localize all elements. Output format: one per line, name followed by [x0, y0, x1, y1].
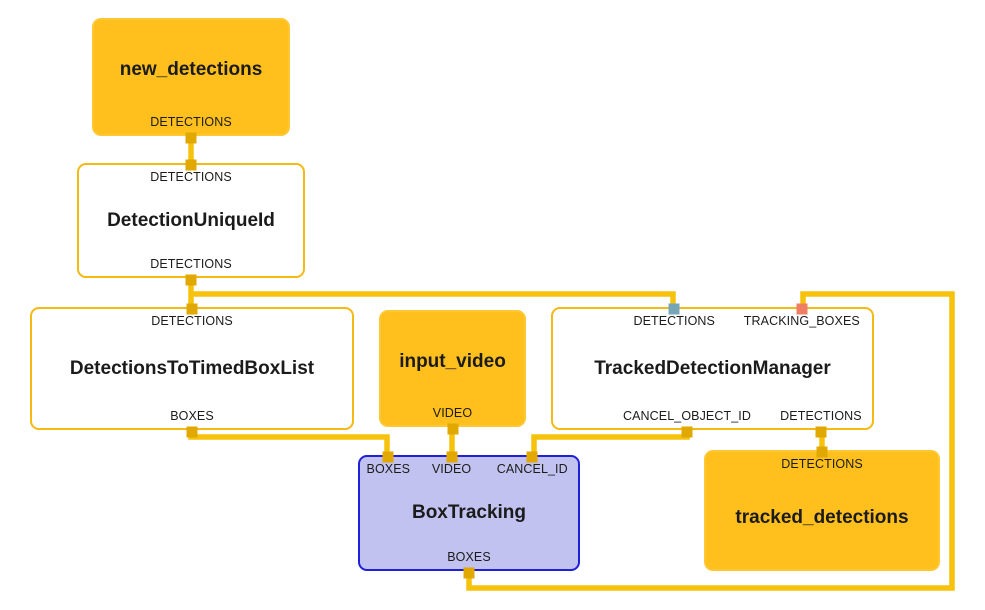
output-pin-video[interactable] — [447, 423, 458, 435]
input-port-row: BOXES VIDEO CANCEL_ID — [360, 457, 578, 481]
output-port-video[interactable]: VIDEO — [432, 406, 473, 420]
output-pin-boxes[interactable] — [186, 426, 198, 438]
output-port-detections[interactable]: DETECTIONS — [150, 115, 232, 129]
input-port-row: DETECTIONS — [32, 309, 352, 333]
input-port-detections[interactable]: DETECTIONS — [151, 314, 233, 328]
node-title: tracked_detections — [735, 506, 909, 528]
input-port-video[interactable]: VIDEO — [431, 462, 472, 476]
output-pin-detections[interactable] — [815, 426, 827, 438]
output-pin-boxes[interactable] — [463, 567, 475, 579]
output-port-boxes[interactable]: BOXES — [170, 409, 214, 423]
input-pin-detections[interactable] — [186, 303, 198, 315]
output-pin-detections[interactable] — [185, 132, 197, 144]
output-port-row: VIDEO — [381, 401, 524, 425]
input-port-row — [94, 20, 288, 30]
node-title: input_video — [399, 350, 506, 372]
input-port-row: DETECTIONS — [706, 452, 938, 476]
input-port-row: DETECTIONS TRACKING_BOXES — [553, 309, 872, 333]
output-port-cancel_object_id[interactable]: CANCEL_OBJECT_ID — [622, 409, 751, 423]
output-port-boxes[interactable]: BOXES — [447, 550, 491, 564]
input-pin-boxes[interactable] — [382, 451, 394, 463]
output-port-row — [706, 559, 938, 569]
output-pin-detections[interactable] — [185, 274, 197, 286]
node-title: new_detections — [119, 59, 263, 81]
input-port-tracking_boxes[interactable]: TRACKING_BOXES — [743, 314, 860, 328]
input-port-boxes[interactable]: BOXES — [366, 462, 411, 476]
output-pin-cancel_object_id[interactable] — [681, 426, 693, 438]
input-pin-detections[interactable] — [816, 446, 828, 458]
input-port-row: DETECTIONS — [79, 165, 303, 189]
output-port-detections[interactable]: DETECTIONS — [780, 409, 862, 423]
output-port-row: BOXES — [32, 404, 352, 428]
input-pin-video[interactable] — [446, 451, 458, 463]
output-port-row: BOXES — [360, 545, 578, 569]
input-pin-detections[interactable] — [185, 159, 197, 171]
input-port-detections[interactable]: DETECTIONS — [781, 457, 863, 471]
input-port-cancel_id[interactable]: CANCEL_ID — [496, 462, 568, 476]
node-tracked_detection_manager[interactable]: DETECTIONS TRACKING_BOXES TrackedDetection… — [551, 303, 874, 438]
input-pin-detections[interactable] — [668, 303, 680, 315]
output-port-row: DETECTIONS — [94, 110, 288, 134]
input-port-detections[interactable]: DETECTIONS — [633, 314, 715, 328]
input-port-detections[interactable]: DETECTIONS — [150, 170, 232, 184]
output-port-row: CANCEL_OBJECT_ID DETECTIONS — [553, 404, 872, 428]
node-title: DetectionsToTimedBoxList — [69, 357, 315, 379]
output-port-row: DETECTIONS — [79, 252, 303, 276]
node-title: TrackedDetectionManager — [594, 357, 831, 379]
input-pin-tracking_boxes[interactable] — [796, 303, 808, 315]
node-tracked_detections[interactable]: DETECTIONS tracked_detections — [704, 446, 940, 571]
node-title: DetectionUniqueId — [107, 209, 275, 231]
input-port-row — [381, 312, 524, 322]
input-pin-cancel_id[interactable] — [526, 451, 538, 463]
node-title: BoxTracking — [411, 502, 527, 524]
output-port-detections[interactable]: DETECTIONS — [150, 257, 232, 271]
